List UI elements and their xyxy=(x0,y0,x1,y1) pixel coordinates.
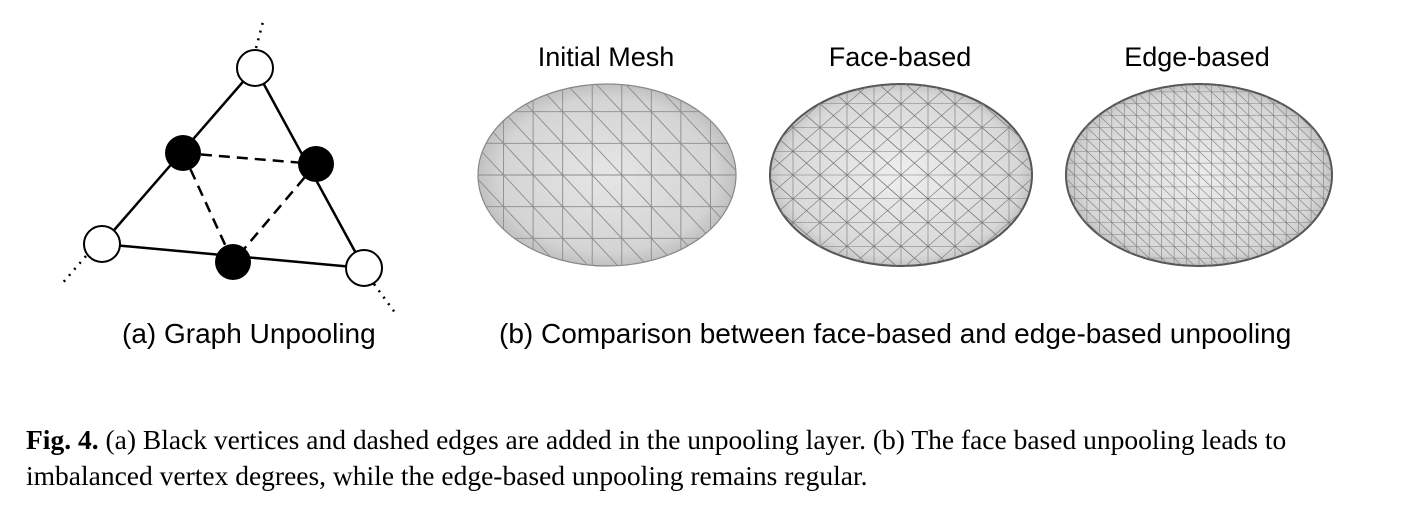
dotted-edge-top xyxy=(254,17,266,49)
dotted-edge-right xyxy=(372,283,398,315)
mesh-title-face-based: Face-based xyxy=(828,42,972,72)
figure-caption: Fig. 4. (a) Black vertices and dashed ed… xyxy=(26,422,1386,494)
added-vertex xyxy=(215,244,251,280)
panel-a-caption: (a) Graph Unpooling xyxy=(122,318,376,349)
mesh-title-initial: Initial Mesh xyxy=(537,42,675,72)
graph-unpooling-diagram xyxy=(59,17,398,315)
panel-b-caption: (b) Comparison between face-based and ed… xyxy=(499,318,1292,349)
mesh-title-edge-based: Edge-based xyxy=(1124,42,1270,72)
original-vertex xyxy=(236,49,274,87)
dashed-edge xyxy=(181,152,235,263)
edge-based-mesh-image xyxy=(1065,83,1333,267)
initial-mesh-image xyxy=(477,83,737,267)
added-vertex xyxy=(165,135,201,171)
dashed-edge xyxy=(232,163,317,263)
dotted-edge-left xyxy=(59,255,87,287)
added-vertex xyxy=(298,146,334,182)
figure-caption-text: (a) Black vertices and dashed edges are … xyxy=(26,424,1287,491)
face-based-mesh-image xyxy=(769,83,1033,267)
original-vertex xyxy=(83,225,121,263)
original-vertex xyxy=(345,249,383,287)
figure-label: Fig. 4. xyxy=(26,424,99,455)
dashed-edge xyxy=(182,151,317,166)
